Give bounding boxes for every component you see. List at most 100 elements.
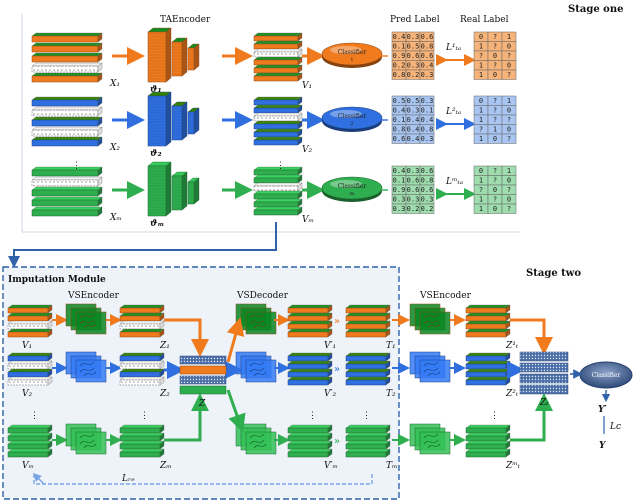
matrix-cell: ? bbox=[507, 186, 511, 194]
vp-label-blue: V′₂ bbox=[324, 389, 337, 399]
taencoder-green bbox=[147, 161, 200, 217]
matrix-cell: 0.6 bbox=[421, 186, 434, 194]
matrix-cell: 0.6 bbox=[421, 167, 434, 175]
lre-label: Lᵣₑ bbox=[121, 474, 135, 484]
matrix-cell: 0.6 bbox=[407, 177, 420, 185]
arrow-zm-fuse bbox=[164, 393, 209, 442]
svg-text:2: 2 bbox=[350, 121, 353, 127]
imp-v-label-orange: V₁ bbox=[22, 341, 32, 351]
vp-stack-orange bbox=[287, 304, 333, 338]
matrix-cell: 0.9 bbox=[393, 186, 406, 194]
ellipsis-x: ⋮ bbox=[72, 161, 81, 171]
matrix-cell: ? bbox=[507, 205, 511, 213]
matrix-cell: 0.2 bbox=[393, 62, 406, 70]
t-stack-green bbox=[345, 424, 391, 458]
final-classifier: Classifier bbox=[579, 361, 633, 389]
matrix-cell: ? bbox=[479, 52, 483, 60]
v-label-green: Vₘ bbox=[302, 215, 314, 225]
matrix-cell: 0.6 bbox=[421, 52, 434, 60]
fused-z-block bbox=[179, 355, 227, 395]
matrix-cell: 0.4 bbox=[393, 33, 406, 41]
matrix-cell: 0.3 bbox=[421, 97, 434, 105]
matrix-cell: 1 bbox=[507, 167, 511, 175]
imp-v-label-green: Vₘ bbox=[22, 461, 34, 471]
matrix-cell: 0.5 bbox=[393, 97, 406, 105]
matrix-cell: 0.4 bbox=[421, 116, 434, 124]
stage-one-label: Stage one bbox=[568, 4, 623, 15]
x-label-green: Xₘ bbox=[109, 213, 122, 223]
loss-label-blue: L²ₜₐ bbox=[445, 107, 461, 117]
t-stack-orange bbox=[345, 304, 391, 338]
matrix-cell: 0.2 bbox=[407, 71, 420, 79]
imp-v-stack-orange bbox=[7, 304, 53, 338]
matrix-cell: ? bbox=[507, 71, 511, 79]
matrix-cell: 0 bbox=[507, 43, 511, 51]
arrow-z1-fuse bbox=[164, 318, 209, 357]
t-label-green: Tₘ bbox=[386, 461, 398, 471]
z-stack-blue bbox=[119, 352, 165, 386]
zt-stack-orange bbox=[465, 304, 511, 338]
theta-label-green: ϑₘ bbox=[150, 219, 164, 229]
matrix-cell: 0.3 bbox=[421, 196, 434, 204]
matrix-cell: ? bbox=[507, 116, 511, 124]
ellipsis-imp-v: ⋮ bbox=[30, 411, 39, 421]
matrix-cell: 0.8 bbox=[421, 126, 434, 134]
v-label-orange: V₁ bbox=[302, 81, 312, 91]
matrix-cell: 0 bbox=[507, 196, 511, 204]
vsencoder-orange bbox=[65, 303, 107, 335]
matrix-cell: 0.3 bbox=[421, 71, 434, 79]
matrix-cell: 0.8 bbox=[421, 43, 434, 51]
matrix-cell: 0.6 bbox=[421, 33, 434, 41]
matrix-cell: 0.2 bbox=[421, 205, 434, 213]
input-x-stack-green bbox=[31, 166, 103, 217]
imp-v-label-blue: V₂ bbox=[22, 389, 32, 399]
input-x-stack-orange bbox=[31, 32, 103, 83]
theta-label-blue: ϑ₂ bbox=[150, 149, 162, 159]
matrix-cell: 0.5 bbox=[407, 97, 420, 105]
matrix-cell: 0 bbox=[493, 71, 497, 79]
vsdecoder-label: VSDecoder bbox=[236, 291, 289, 301]
x-label-blue: X₂ bbox=[109, 143, 120, 153]
matrix-cell: 1 bbox=[507, 97, 511, 105]
matrix-cell: 0.1 bbox=[393, 116, 406, 124]
v-label-blue: V₂ bbox=[302, 145, 312, 155]
fused-zt-block bbox=[519, 351, 569, 395]
vp-label-orange: V′₁ bbox=[324, 341, 336, 351]
matrix-cell: 1 bbox=[479, 107, 483, 115]
vp-label-green: V′ₘ bbox=[324, 461, 338, 471]
matrix-cell: ? bbox=[493, 43, 497, 51]
zt-label-blue: Z²ₜ bbox=[505, 389, 519, 399]
imp-v-stack-green bbox=[7, 424, 53, 458]
loss-label-green: Lᵐₜₐ bbox=[445, 177, 463, 187]
matrix-cell: 0 bbox=[507, 62, 511, 70]
matrix-cell: 0.4 bbox=[407, 135, 420, 143]
ellipsis-imp-z: ⋮ bbox=[140, 411, 149, 421]
z-label-green: Zₘ bbox=[159, 461, 172, 471]
stage-transition-arrow bbox=[8, 222, 277, 268]
matrix-cell: ? bbox=[493, 196, 497, 204]
pred-label-header: Pred Label bbox=[390, 15, 440, 25]
real-label-header: Real Label bbox=[460, 15, 509, 25]
matrix-cell: 0.3 bbox=[393, 205, 406, 213]
imp-v-stack-blue bbox=[7, 352, 53, 386]
double-chevron-green: » bbox=[334, 436, 340, 447]
vsencoder-label: VSEncoder bbox=[67, 291, 120, 301]
matrix-cell: 0.5 bbox=[407, 43, 420, 51]
matrix-cell: 0 bbox=[507, 107, 511, 115]
matrix-cell: 0 bbox=[507, 126, 511, 134]
matrix-cell: 0 bbox=[479, 97, 483, 105]
matrix-cell: 0.8 bbox=[393, 126, 406, 134]
matrix-cell: 1 bbox=[479, 71, 483, 79]
matrix-cell: ? bbox=[479, 186, 483, 194]
latent-v-stack-orange bbox=[253, 32, 303, 82]
t-label-orange: T₁ bbox=[386, 341, 396, 351]
matrix-cell: ? bbox=[479, 126, 483, 134]
z-label-blue: Z₂ bbox=[159, 389, 170, 399]
svg-text:Classifier: Classifier bbox=[338, 49, 367, 56]
matrix-cell: 0.1 bbox=[393, 43, 406, 51]
arrow-fuse-dec1 bbox=[226, 317, 245, 363]
matrix-cell: 0 bbox=[493, 186, 497, 194]
